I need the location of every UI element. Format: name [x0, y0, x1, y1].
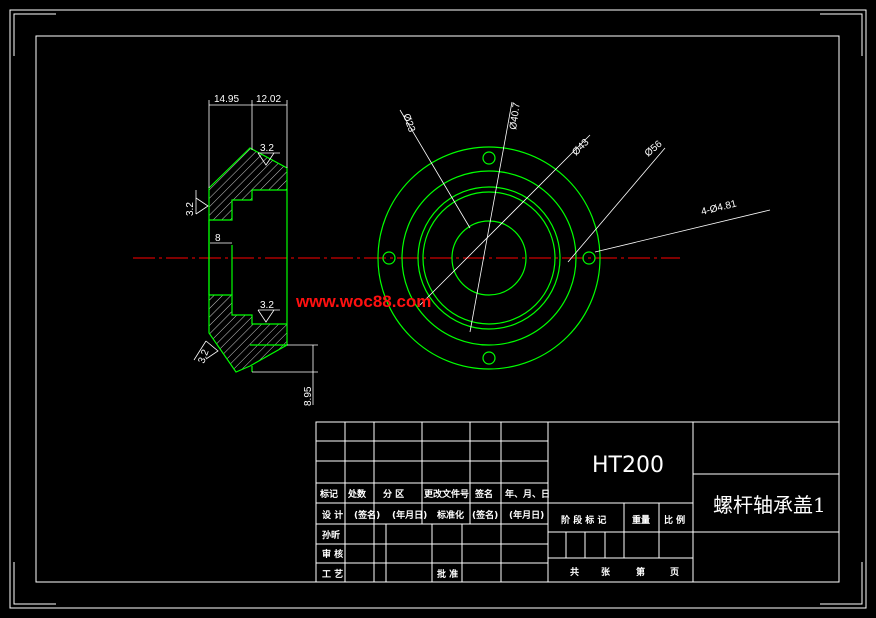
roughness-symbol-left-upper [195, 190, 209, 215]
weight-label: 重量 [632, 514, 650, 526]
header-zone: 分 区 [383, 488, 404, 500]
watermark-text: www.woc88.com [295, 292, 431, 311]
part-name-text: 螺杆轴承盖1 [713, 493, 826, 517]
dim-bore-text: 8 [215, 233, 221, 244]
title-block [315, 421, 840, 583]
bolt-hole-top [482, 151, 496, 165]
dim-top-right-text: 12.02 [256, 94, 281, 105]
section-outline [208, 147, 288, 373]
roughness-left-lower-text: 3.2 [196, 348, 211, 365]
header-mark: 标记 [319, 488, 338, 500]
sheet-number-label: 第 [636, 566, 645, 578]
title-block-sheet-row: 共 张 第 页 [570, 566, 679, 578]
title-block-stage-row: 阶 段 标 记 重量 比 例 [561, 514, 685, 526]
header-sign: 签名 [474, 488, 493, 500]
roughness-symbol-mid [257, 309, 280, 323]
standardization-label: 标准化 [436, 509, 464, 521]
title-block-design-row: 设 计 (签名) (年月日) 标准化 (签名) (年月日) [322, 509, 544, 521]
standardization-sign: (签名) [472, 509, 498, 521]
page-label: 页 [670, 567, 679, 578]
dimension-bottom [252, 344, 318, 405]
header-change-doc: 更改文件号 [424, 488, 469, 500]
holes-text: 4-Ø4.81 [700, 198, 738, 218]
standardization-date: (年月日) [509, 509, 544, 521]
inner-face-circle [422, 191, 556, 325]
bolt-hole-left [382, 251, 396, 265]
dia-2-text: Ø40.7 [508, 101, 523, 130]
dim-top-left-text: 14.95 [214, 94, 239, 105]
material-text: HT200 [592, 453, 664, 478]
header-count: 处数 [347, 488, 367, 500]
outer-frame-border [9, 9, 867, 609]
dim-bottom-text: 8.95 [303, 386, 314, 406]
outer-flange-circle [377, 146, 601, 370]
design-date: (年月日) [392, 509, 427, 521]
shoulder-circle [417, 186, 561, 330]
section-hatch-lower [209, 295, 287, 372]
approve-label: 批 准 [437, 568, 458, 580]
bore-circle [451, 220, 527, 296]
stage-mark-label: 阶 段 标 记 [561, 514, 606, 526]
title-block-header-row: 标记 处数 分 区 更改文件号 签名 年、月、日 [319, 488, 550, 500]
design-label: 设 计 [322, 509, 343, 521]
sheet-total-label: 共 [570, 566, 579, 578]
roughness-left-upper-text: 3.2 [185, 202, 196, 216]
bolt-pitch-circle [401, 170, 577, 346]
sheet-unit-label: 张 [601, 566, 611, 578]
roughness-top-text: 3.2 [260, 143, 274, 154]
review-label: 孙昕 [322, 529, 340, 541]
design-sign: (签名) [354, 509, 380, 521]
header-date: 年、月、日 [505, 488, 550, 500]
roughness-symbol-left-lower [193, 340, 219, 361]
dia-3-text: Ø43 [570, 137, 591, 158]
bolt-hole-bottom [482, 351, 496, 365]
roughness-symbol-top [257, 152, 280, 166]
frame-corner-marks [13, 13, 863, 605]
front-view-leaders [399, 101, 771, 333]
process-label: 工 艺 [322, 568, 343, 580]
dia-1-text: Ø23 [400, 112, 417, 134]
roughness-mid-text: 3.2 [260, 300, 274, 311]
dimension-top [208, 100, 288, 188]
bolt-hole-right [582, 251, 596, 265]
dia-4-text: Ø56 [643, 138, 665, 159]
section-view: 14.95 12.02 8 8.95 3.2 3.2 3.2 [185, 94, 318, 406]
section-inner-edges [208, 189, 287, 372]
section-hatch-upper [209, 148, 287, 220]
front-view [377, 146, 601, 370]
check-label: 审 核 [322, 548, 343, 560]
scale-label: 比 例 [664, 514, 685, 526]
